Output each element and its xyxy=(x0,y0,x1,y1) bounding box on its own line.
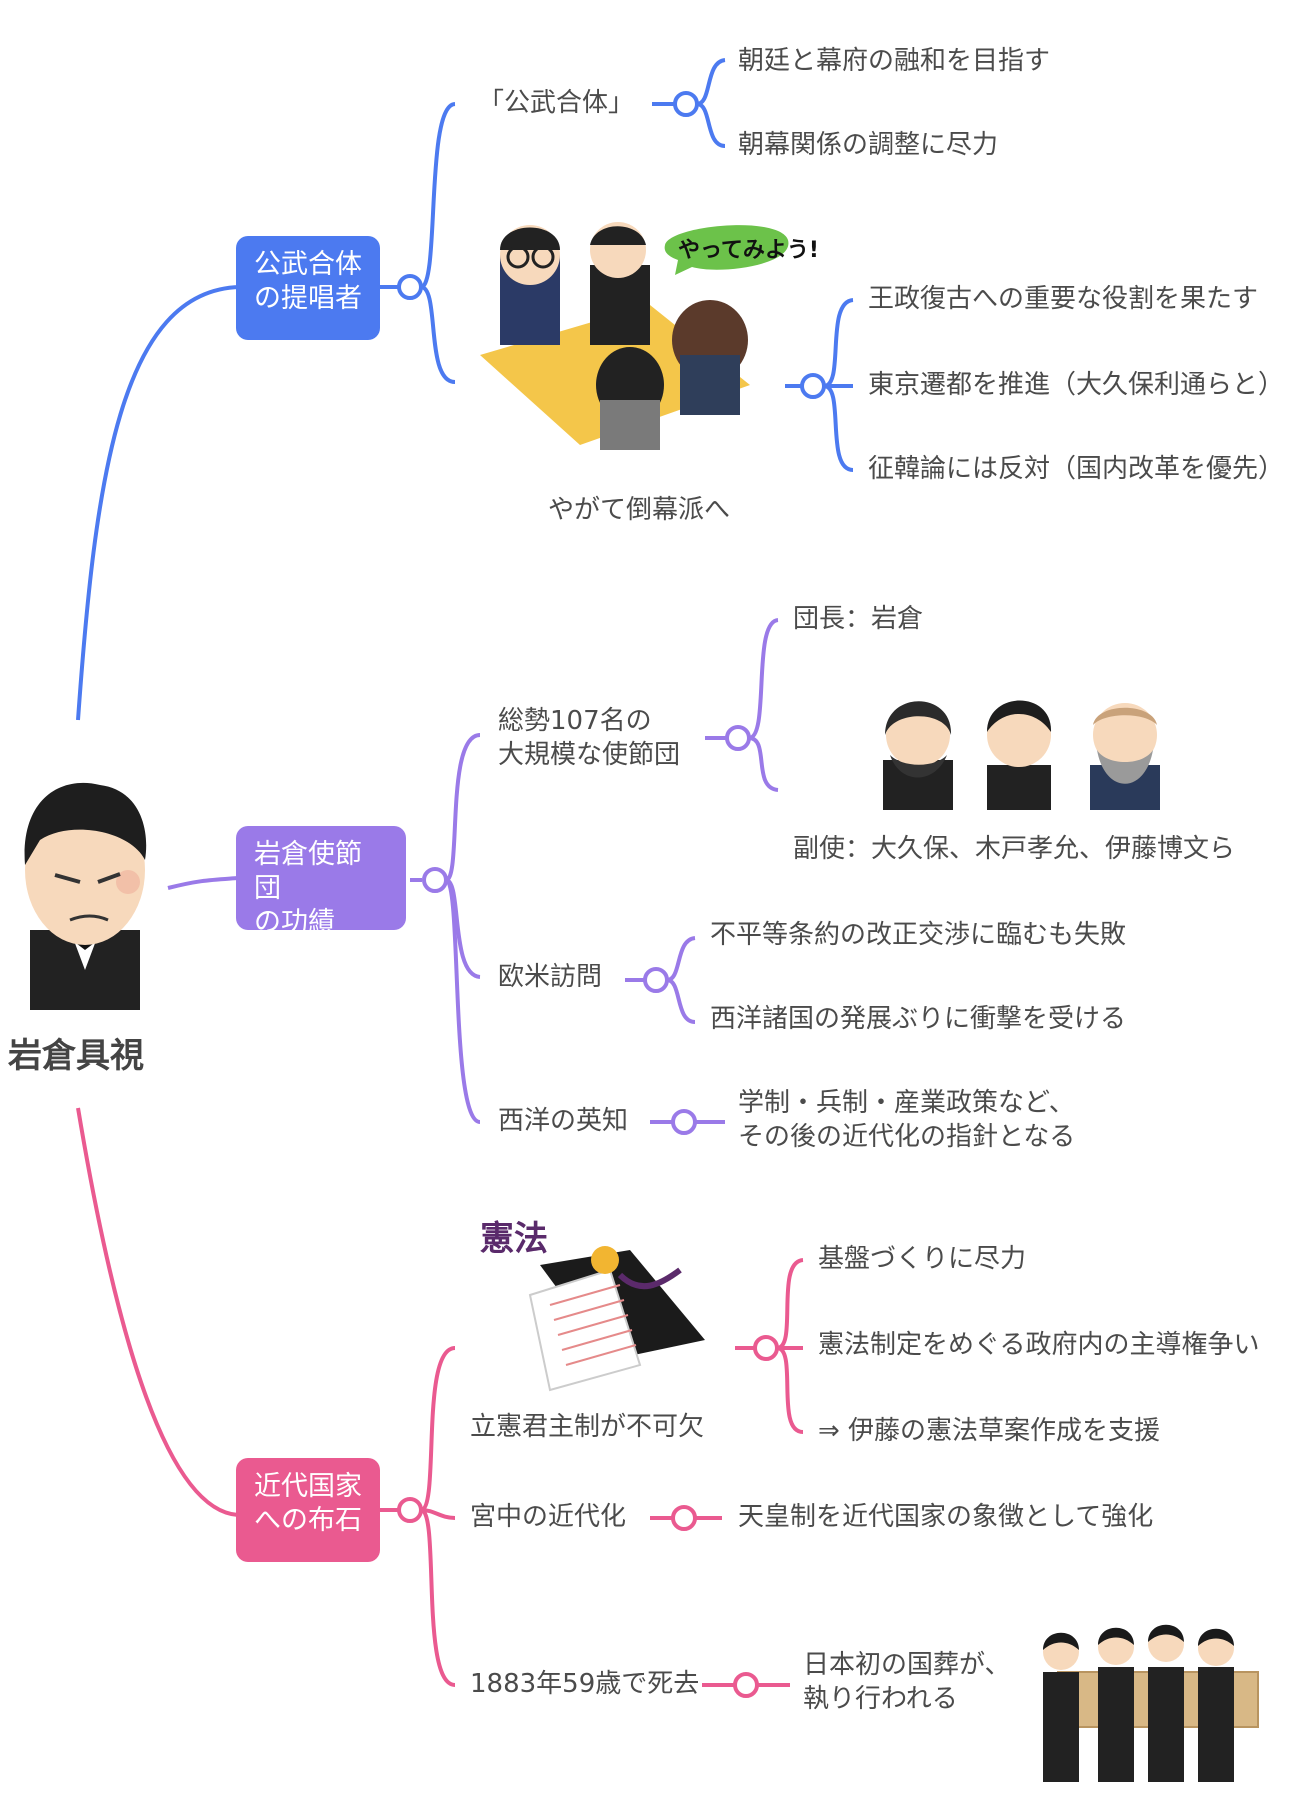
leaf-text: 朝幕関係の調整に尽力 xyxy=(738,130,999,160)
leaf-text: 朝廷と幕府の融和を目指す xyxy=(738,46,1051,76)
node-western-wisdom[interactable]: 西洋の英知 xyxy=(498,1106,629,1136)
leaf-text: 天皇制を近代国家の象徴として強化 xyxy=(738,1502,1154,1532)
leaf-text: 不平等条約の改正交渉に臨むも失敗 xyxy=(710,920,1127,950)
root-name: 岩倉具視 xyxy=(8,1036,144,1076)
branch-modern-state[interactable]: 近代国家 への布石 xyxy=(236,1458,380,1562)
leaf-text: 王政復古への重要な役割を果たす xyxy=(868,284,1259,314)
node-court-modernization[interactable]: 宮中の近代化 xyxy=(470,1502,627,1532)
leaf-text: 憲法制定をめぐる政府内の主導権争い xyxy=(818,1330,1260,1360)
leaf-text: 副使：大久保、木戸孝允、伊藤博文ら xyxy=(793,834,1236,864)
leaf-text: 基盤づくりに尽力 xyxy=(818,1244,1027,1274)
speech-bubble-text: やってみよう! xyxy=(678,238,819,263)
leaf-text: 学制・兵制・産業政策など、 その後の近代化の指針となる xyxy=(738,1088,1076,1152)
leaf-text: 日本初の国葬が、 執り行われる xyxy=(803,1650,1011,1714)
node-kobu-gattai[interactable]: 「公武合体」 xyxy=(478,88,635,118)
node-mission-size[interactable]: 総勢107名の 大規模な使節団 xyxy=(498,706,681,770)
branch-iwakura-mission[interactable]: 岩倉使節団 の功績 xyxy=(236,826,406,938)
node-death[interactable]: 1883年59歳で死去 xyxy=(470,1669,700,1699)
funeral-illustration xyxy=(1043,1624,1259,1782)
constitution-illustration xyxy=(528,1246,705,1392)
node-constitutional-monarchy[interactable]: 立憲君主制が不可欠 xyxy=(470,1412,705,1442)
leaf-text: 征韓論には反対（国内改革を優先） xyxy=(868,454,1285,484)
constitution-stamp: 憲法 xyxy=(480,1219,548,1259)
three-portraits xyxy=(883,700,1160,810)
leaf-text: 西洋諸国の発展ぶりに衝撃を受ける xyxy=(710,1004,1127,1034)
node-tobaku[interactable]: やがて倒幕派へ xyxy=(548,495,731,525)
leaf-text: 団長：岩倉 xyxy=(793,604,924,634)
branch-kobu-gattai[interactable]: 公武合体 の提唱者 xyxy=(236,236,380,340)
leaf-text: 東京遷都を推進（大久保利通らと） xyxy=(868,370,1285,400)
leaf-text: ⇒ 伊藤の憲法草案作成を支援 xyxy=(818,1416,1161,1446)
iwakura-portrait xyxy=(24,782,147,1010)
meeting-illustration xyxy=(480,222,789,450)
node-western-visit[interactable]: 欧米訪問 xyxy=(498,962,603,992)
